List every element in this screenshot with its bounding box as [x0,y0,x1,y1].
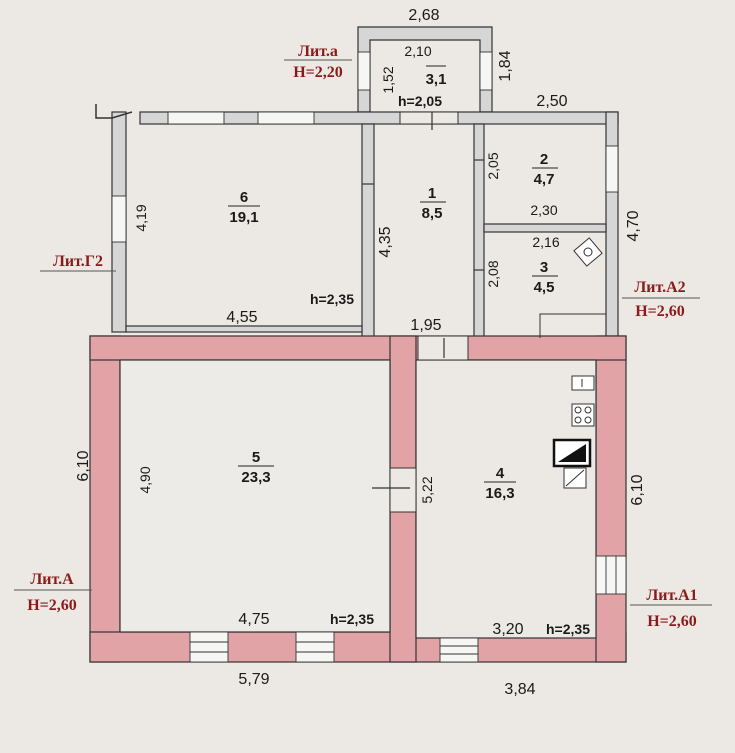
boiler-icon [552,438,592,468]
lit-a-height: H=2,60 [27,597,77,614]
corner-stub [95,104,133,119]
height-room4: h=2,35 [546,621,590,637]
door-marks [362,112,484,489]
lit-a2-height: H=2,60 [635,303,685,320]
room-area: 4,7 [534,171,555,188]
lit-a-small-name: Лит.a [298,43,338,60]
dim-room1-left: 4,35 [377,226,394,257]
room-number: 4 [496,465,505,482]
block-labels: Лит.a H=2,20 Лит.Г2 Лит.А2 H=2,60 Лит.А … [14,43,712,630]
dim-top-right: 2,50 [536,93,567,110]
room-area: 23,3 [241,469,270,486]
dim-room3-left: 2,08 [485,260,501,287]
lit-a1-height: H=2,60 [647,613,697,630]
lit-a-small-height: H=2,20 [293,64,343,81]
heights: h=2,05 h=2,35 h=2,35 h=2,35 [310,93,590,637]
lit-a-name: Лит.А [30,571,74,588]
gas-stove-icon [573,237,603,267]
dim-room6-bottom: 4,55 [226,309,257,326]
room-number: 6 [240,189,248,206]
dim-bottom-a: 5,79 [238,671,269,688]
height-room5: h=2,35 [330,611,374,627]
room5-fill [121,361,389,631]
dim-bottom-a1: 3,84 [504,681,535,698]
dim-room5-bottom: 4,75 [238,611,269,628]
openings [389,111,469,513]
dim-room6-left: 4,19 [133,204,149,231]
counter-outline [539,313,606,338]
dim-porch-top: 2,68 [408,7,439,24]
dim-left-a: 6,10 [75,450,92,481]
dim-room3-top: 2,16 [532,234,559,250]
dim-porch-inner-w: 2,10 [404,43,431,59]
lit-g2-name: Лит.Г2 [53,253,103,270]
windows [111,51,627,663]
dim-porch-right: 1,84 [497,50,514,81]
height-porch: h=2,05 [398,93,442,109]
room-area: 19,1 [229,209,258,226]
room-number: 5 [252,449,260,466]
dim-room2-left: 2,05 [485,152,501,179]
sink-icon [563,467,587,489]
dim-right-a1: 6,10 [629,474,646,505]
dim-porch-inner-h: 1,52 [380,66,396,93]
room-area: 16,3 [485,485,514,502]
lit-a2-name: Лит.А2 [634,279,685,296]
dim-room4-left: 5,22 [419,476,435,503]
dim-room2-bottom: 2,30 [530,202,557,218]
stove-icon [571,375,595,427]
room-area: 8,5 [422,205,443,222]
room-area: 3,1 [426,71,447,88]
lit-a1-name: Лит.А1 [646,587,697,604]
room-number: 1 [428,185,436,202]
dim-room4-bottom: 3,20 [492,621,523,638]
room-labels: 6 19,1 1 8,5 2 4,7 3 4,5 5 23,3 4 16,3 3… [228,65,558,502]
room-number: 2 [540,151,548,168]
height-room6: h=2,35 [310,291,354,307]
dimensions: 2,68 2,10 1,52 1,84 2,50 4,19 4,55 4,35 … [75,7,646,698]
dim-room1-bottom: 1,95 [410,317,441,334]
room-area: 4,5 [534,279,555,296]
dim-room5-left: 4,90 [137,466,153,493]
room-number: 3 [540,259,548,276]
dim-right-a2: 4,70 [625,210,642,241]
